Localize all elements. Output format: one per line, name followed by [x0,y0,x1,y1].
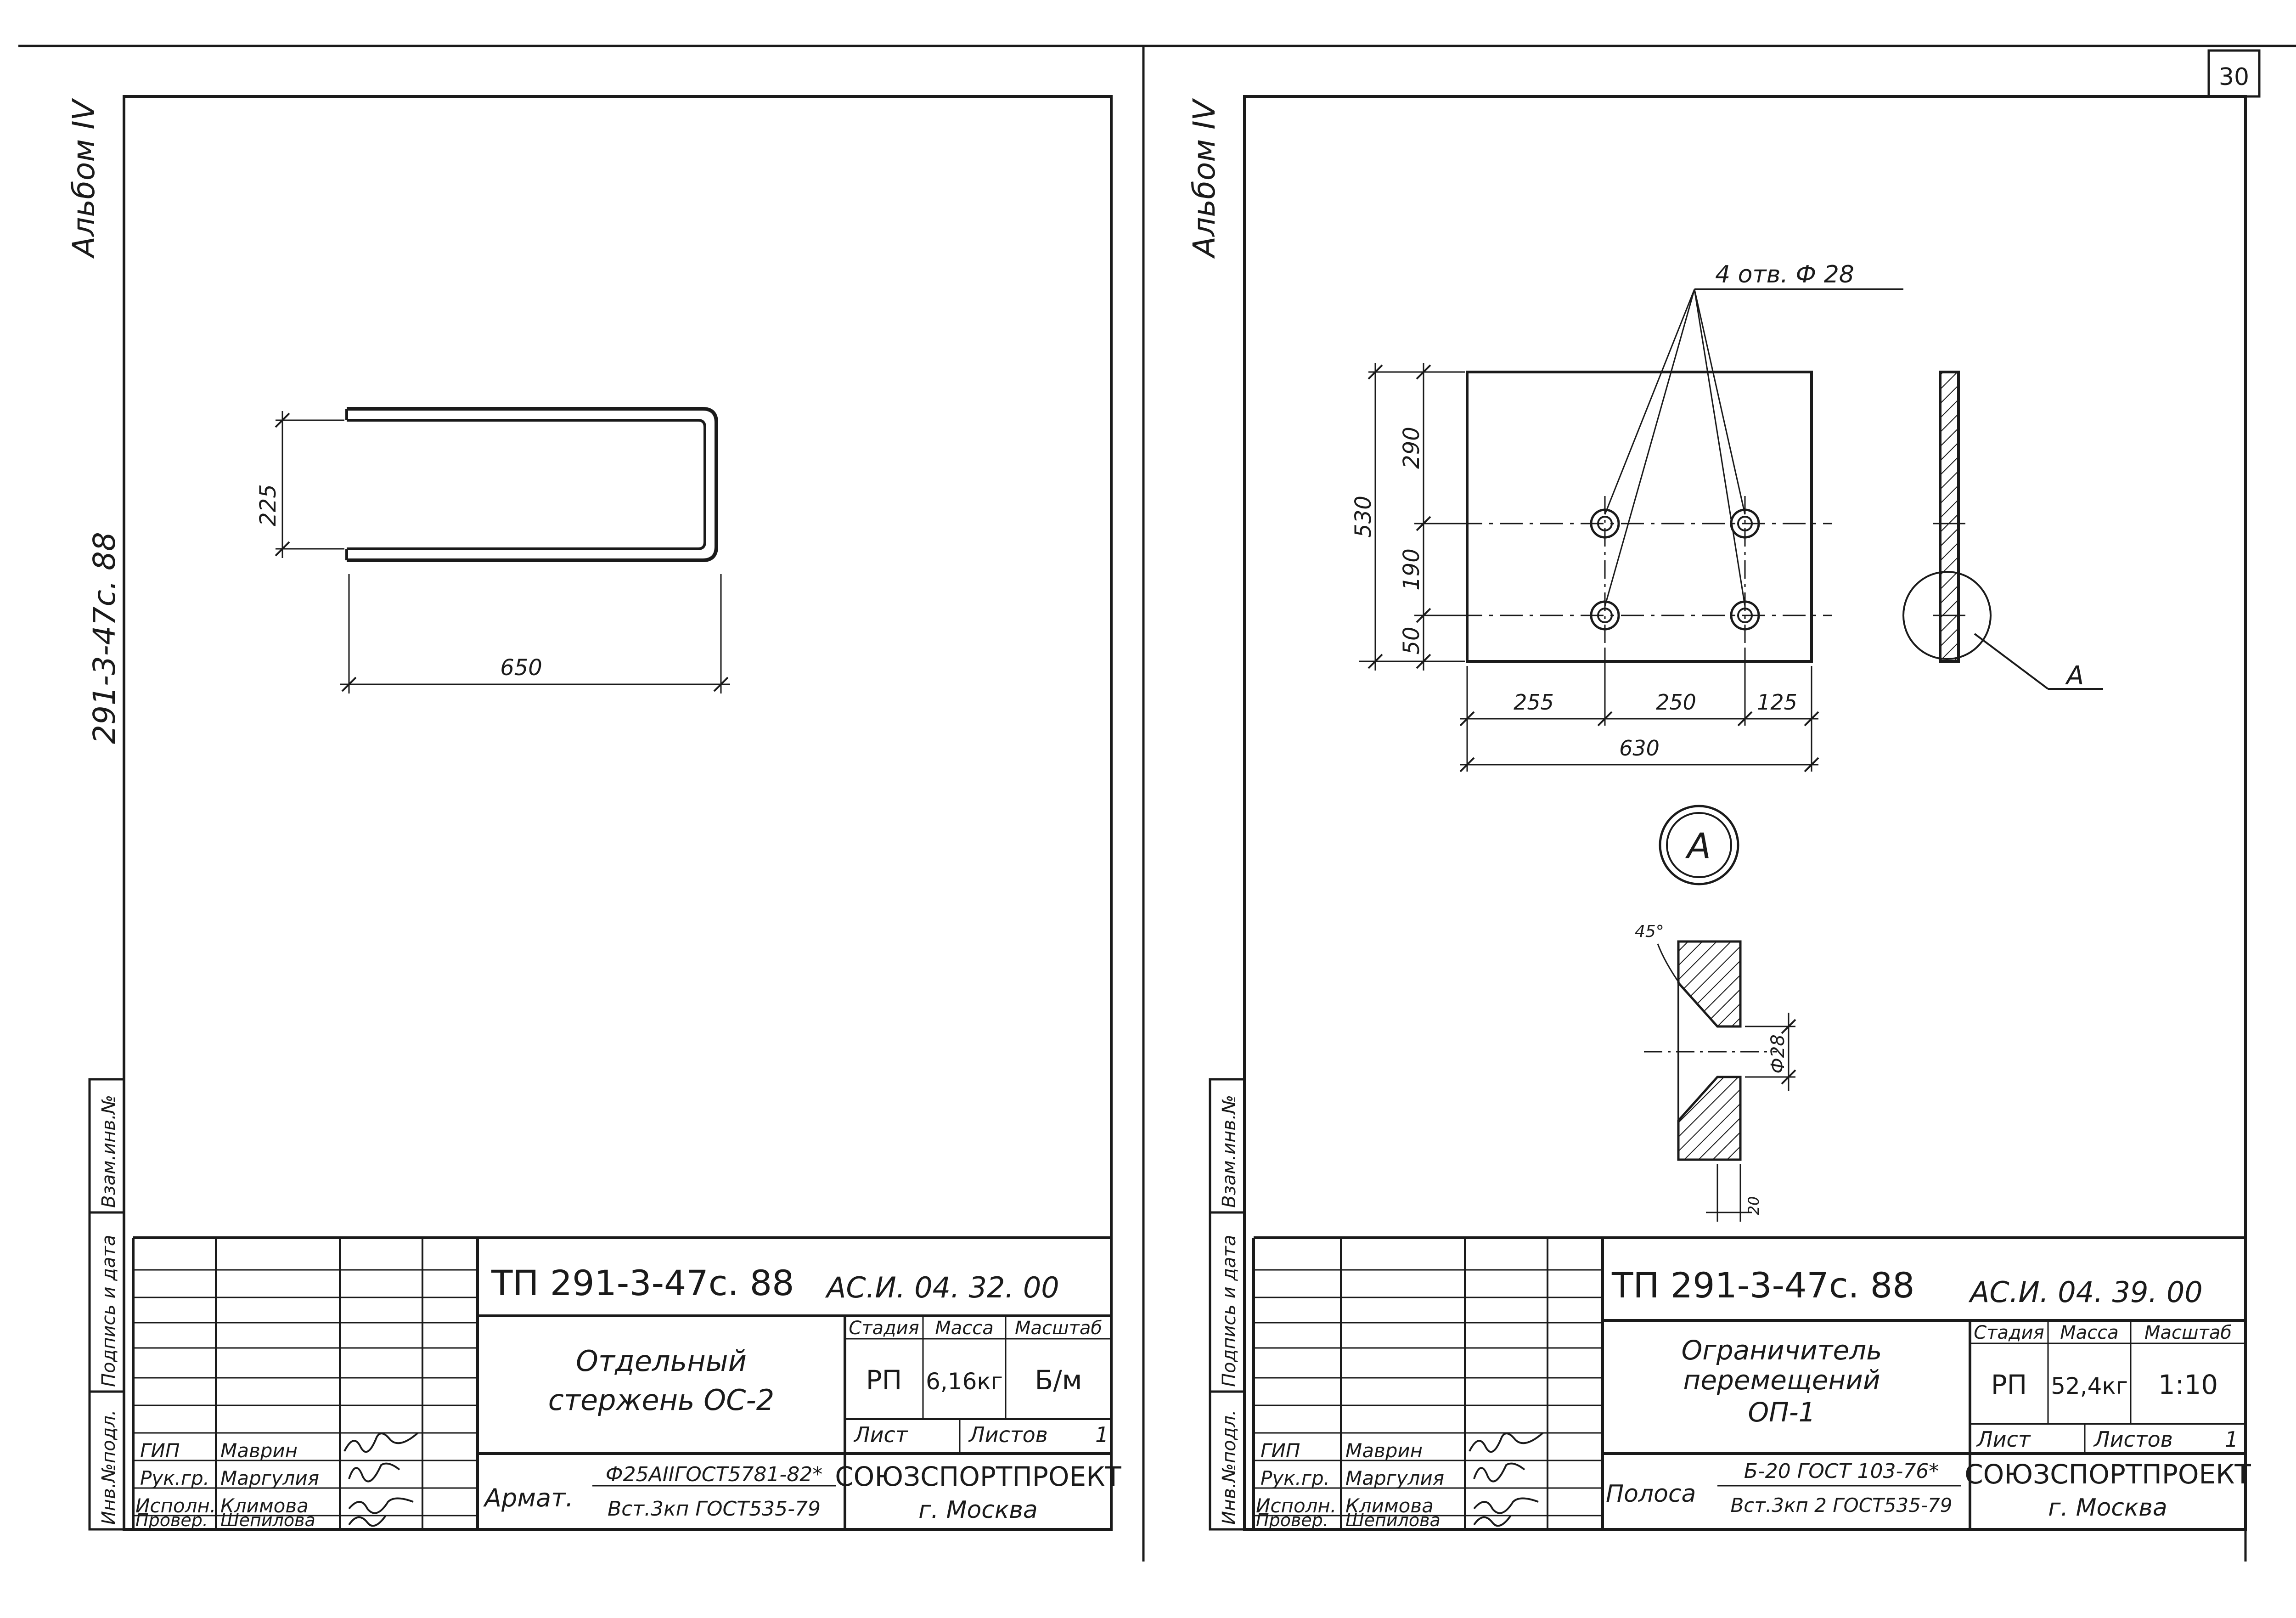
holes-label: 4 отв. Ф 28 [1715,261,1854,288]
left-code: АС.И. 04. 32. 00 [825,1271,1059,1304]
left-side-code: 291-3-47с. 88 [87,532,122,744]
dim-50: 50 [1399,626,1424,654]
detail-a-bubble [1659,805,1739,885]
right-material-line2: Вст.3кп 2 ГОСТ535-79 [1731,1494,1953,1517]
dim-190: 190 [1399,548,1424,591]
right-sheets-label: Листов [2093,1427,2173,1452]
left-mass: 6,16кг [926,1368,1003,1395]
dim-255: 255 [1514,690,1554,715]
right-name-2: Климова [1345,1494,1434,1517]
detail-angle: 45° [1635,922,1664,941]
left-sheet: Альбом IV 291-3-47с. 88 Взам.инв.№ Подпи… [66,95,1121,1531]
right-scale: 1:10 [2158,1369,2218,1400]
right-mass: 52,4кг [2051,1373,2128,1399]
right-title-block [1252,1236,2245,1529]
right-sign-label: Подпись и дата [1219,1235,1240,1387]
left-name-line2: стержень ОС-2 [548,1383,774,1417]
right-scale-label: Масштаб [2144,1322,2232,1343]
right-album-label: Альбом IV [1187,98,1222,259]
right-inv-label: Инв.№подл. [1219,1409,1240,1525]
left-scale-label: Масштаб [1015,1318,1102,1339]
left-stage-label: Стадия [849,1318,919,1339]
right-vzam-label: Взам.инв.№ [1219,1095,1240,1208]
right-sheets-count: 1 [2225,1427,2238,1452]
detail-hole: Ф28 [1767,1034,1789,1073]
left-material-label: Армат. [483,1483,574,1512]
right-sheet: Альбом IV Взам.инв.№ Подпись и дата Инв.… [1187,95,2251,1531]
dim-250: 250 [1656,690,1696,715]
left-scale: Б/м [1035,1364,1082,1396]
left-frame [123,95,1113,1531]
detail-a-label: А [1685,825,1711,866]
right-name-1: Маргулия [1345,1467,1444,1489]
right-stage-label: Стадия [1974,1322,2044,1343]
left-album-label: Альбом IV [66,98,101,259]
right-name-line1: Ограничитель [1682,1335,1882,1366]
detail-a-section [1644,940,1796,1222]
dim-290: 290 [1399,427,1424,469]
left-dim-width: 650 [500,655,542,681]
left-bar-drawing [275,407,730,693]
left-vzam-label: Взам.инв.№ [98,1095,119,1208]
right-role-3: Провер. [1256,1510,1328,1530]
right-city: г. Москва [2048,1494,2167,1522]
right-name-line2: перемещений [1683,1364,1880,1396]
right-mass-label: Масса [2060,1322,2119,1343]
left-name-1: Маргулия [220,1467,319,1489]
right-role-0: ГИП [1261,1439,1300,1462]
left-name-0: Маврин [220,1439,298,1462]
right-stage: РП [1991,1369,2027,1400]
left-material-line1: Ф25АIIГОСТ5781-82* [606,1463,823,1486]
right-project: ТП 291-3-47с. 88 [1611,1265,1915,1306]
detail-ref: А [2065,661,2084,691]
left-title-block [132,1236,1111,1529]
left-sheet-label: Лист [853,1422,908,1447]
dim-630: 630 [1619,736,1660,761]
left-name-2: Климова [220,1494,309,1517]
left-role-3: Провер. [135,1510,208,1530]
right-sheet-label: Лист [1976,1427,2031,1452]
left-side-strip [88,1078,125,1531]
dim-125: 125 [1757,690,1797,715]
right-name-0: Маврин [1345,1439,1423,1462]
left-mass-label: Масса [935,1318,994,1339]
right-code: АС.И. 04. 39. 00 [1968,1275,2203,1309]
left-signatures [343,1432,419,1527]
left-city: г. Москва [918,1496,1038,1524]
right-side-strip [1209,1078,1246,1531]
left-role-0: ГИП [140,1439,180,1462]
left-sheets-count: 1 [1095,1422,1109,1447]
left-role-2: Исполн. [135,1494,216,1517]
page-number: 30 [2219,63,2249,91]
page-number-box: 30 [2207,49,2261,98]
left-role-1: Рук.гр. [140,1467,209,1489]
plate-side-view [1902,371,2103,690]
left-sheets-label: Листов [968,1422,1048,1447]
right-material-label: Полоса [1606,1480,1696,1508]
left-sign-label: Подпись и дата [98,1235,119,1387]
left-material-line2: Вст.3кп ГОСТ535-79 [608,1497,821,1521]
right-role-1: Рук.гр. [1261,1467,1330,1489]
detail-thk: 20 [1745,1196,1762,1215]
right-name-line3: ОП-1 [1748,1397,1815,1428]
left-dim-height: 225 [255,484,281,526]
page-lines [18,45,2296,1562]
right-role-2: Исполн. [1256,1494,1336,1517]
left-name-3: Шепилова [220,1510,315,1530]
right-org: СОЮЗСПОРТПРОЕКТ [1964,1459,2251,1490]
left-inv-label: Инв.№подл. [98,1409,119,1525]
right-frame [1243,95,2247,1531]
right-material-line1: Б-20 ГОСТ 103-76* [1744,1460,1939,1483]
plate-front-view [1359,288,1903,772]
left-name-line1: Отдельный [576,1344,747,1378]
left-org: СОЮЗСПОРТПРОЕКТ [835,1461,1121,1492]
left-stage: РП [866,1364,902,1396]
right-signatures [1469,1432,1544,1527]
right-name-3: Шепилова [1345,1510,1441,1530]
left-project: ТП 291-3-47с. 88 [491,1263,794,1303]
dim-total-height: 530 [1351,496,1376,538]
